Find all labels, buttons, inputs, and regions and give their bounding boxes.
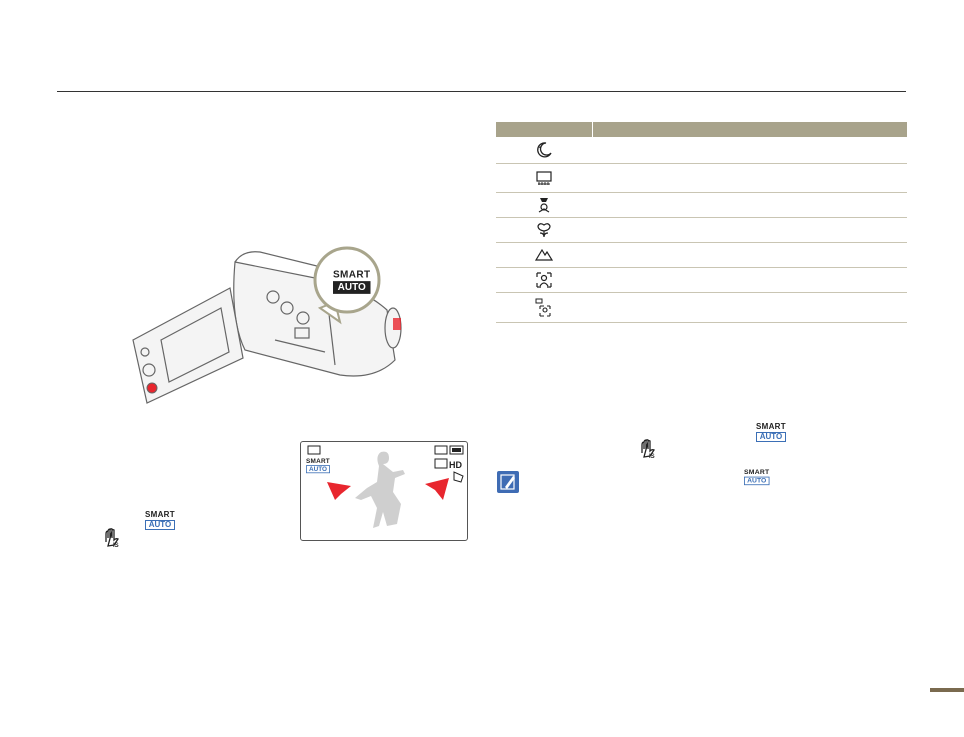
page-tab-marker bbox=[930, 688, 964, 692]
memo-pen-glyph bbox=[500, 474, 515, 490]
auto-label: AUTO bbox=[145, 520, 175, 530]
table-header-description bbox=[592, 122, 907, 137]
table-header-row bbox=[496, 122, 907, 137]
table-header-icon bbox=[496, 122, 593, 137]
table-row bbox=[496, 192, 907, 218]
auto-label: AUTO bbox=[744, 476, 770, 486]
spotlight-icon bbox=[538, 197, 550, 213]
table-row bbox=[496, 267, 907, 293]
smart-label: SMART bbox=[333, 268, 371, 280]
night-icon bbox=[537, 142, 552, 158]
svg-text:HD: HD bbox=[449, 460, 462, 470]
smart-label: SMART bbox=[756, 422, 786, 431]
preview-drawing: HD bbox=[307, 445, 464, 528]
landscape-icon bbox=[535, 248, 554, 261]
lcd-preview-screen: HD bbox=[300, 441, 468, 541]
portrait-backlight-icon bbox=[535, 298, 551, 317]
smart-label: SMART bbox=[744, 468, 770, 476]
camcorder-illustration bbox=[132, 246, 402, 404]
table-row bbox=[496, 242, 907, 268]
auto-label: AUTO bbox=[333, 281, 371, 294]
table-row bbox=[496, 217, 907, 243]
table-row bbox=[496, 163, 907, 193]
svg-text:IS: IS bbox=[649, 454, 655, 459]
portrait-icon bbox=[536, 271, 552, 288]
table-row bbox=[496, 292, 907, 323]
smart-auto-callout-badge: SMART AUTO bbox=[333, 268, 371, 294]
auto-label: AUTO bbox=[756, 432, 786, 442]
scene-icon-table bbox=[496, 122, 907, 323]
smart-label: SMART bbox=[145, 510, 175, 519]
auto-label: AUTO bbox=[306, 465, 330, 474]
smart-auto-inline-badge-right: SMART AUTO bbox=[756, 423, 786, 442]
svg-text:IS: IS bbox=[113, 543, 119, 548]
macro-icon bbox=[537, 222, 551, 237]
header-rule bbox=[57, 91, 906, 92]
hand-stabilizer-icon: IS bbox=[641, 439, 655, 459]
smart-label: SMART bbox=[306, 457, 330, 465]
backlight-icon bbox=[536, 170, 552, 185]
preview-smart-auto-badge: SMART AUTO bbox=[306, 457, 330, 474]
memo-pen-icon bbox=[497, 471, 519, 493]
smart-auto-memo-badge: SMART AUTO bbox=[744, 468, 770, 486]
smart-auto-inline-badge-left: SMART AUTO bbox=[145, 511, 175, 530]
hand-stabilizer-icon: IS bbox=[105, 528, 119, 548]
table-row bbox=[496, 137, 907, 164]
